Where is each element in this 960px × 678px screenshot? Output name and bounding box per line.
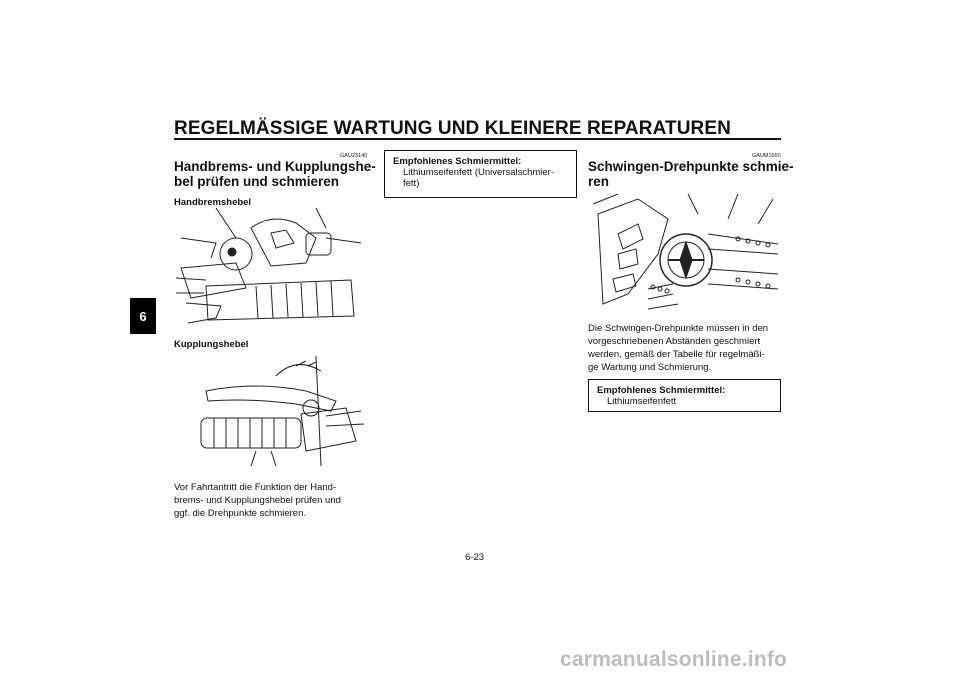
right-paragraph-line4: ge Wartung und Schmierung. xyxy=(588,362,712,373)
right-paragraph-line2: vorgeschriebenen Abständen geschmiert xyxy=(588,336,761,347)
handbrake-lever-figure xyxy=(176,208,366,333)
section-title-left-line2: bel prüfen und schmieren xyxy=(174,174,340,189)
page-header-title: REGELMÄSSIGE WARTUNG UND KLEINERE REPARA… xyxy=(174,118,731,139)
section-title-right-line1: Schwingen-Drehpunkte schmie- xyxy=(588,159,794,174)
section-code-right: GAUM1650 xyxy=(752,153,781,159)
watermark: carmanualsonline.info xyxy=(560,648,788,671)
page-number: 6-23 xyxy=(465,552,485,563)
right-paragraph-line3: werden, gemäß der Tabelle für regelmäßi- xyxy=(588,349,765,360)
left-paragraph-line1: Vor Fahrtantritt die Funktion der Hand- xyxy=(174,482,337,493)
lubricant-box-right-title: Empfohlenes Schmiermittel: xyxy=(597,385,726,396)
clutch-lever-figure xyxy=(196,356,366,471)
header-divider xyxy=(174,138,781,140)
lubricant-box-right-line1: Lithiumseifenfett xyxy=(607,396,677,407)
swingarm-pivot-figure xyxy=(588,194,780,316)
subheading-clutch: Kupplungshebel xyxy=(174,339,249,350)
left-paragraph-line3: ggf. die Drehpunkte schmieren. xyxy=(174,508,307,519)
subheading-handbrake: Handbremshebel xyxy=(174,197,252,208)
right-paragraph-line1: Die Schwingen-Drehpunkte müssen in den xyxy=(588,323,769,334)
section-title-right-line2: ren xyxy=(588,174,610,189)
lubricant-box-middle: Empfohlenes Schmiermittel: Lithiumseifen… xyxy=(384,150,577,198)
left-paragraph-line2: brems- und Kupplungshebel prüfen und xyxy=(174,495,341,506)
lubricant-box-right: Empfohlenes Schmiermittel: Lithiumseifen… xyxy=(588,379,781,412)
section-code-left: GAU23140 xyxy=(340,153,368,159)
lubricant-box-line2: fett) xyxy=(403,178,420,189)
section-title-left-line1: Handbrems- und Kupplungshe- xyxy=(174,159,376,174)
lubricant-box-title: Empfohlenes Schmiermittel: xyxy=(393,156,522,167)
lubricant-box-line1: Lithiumseifenfett (Universalschmier- xyxy=(403,167,554,178)
chapter-tab[interactable]: 6 xyxy=(130,298,156,334)
